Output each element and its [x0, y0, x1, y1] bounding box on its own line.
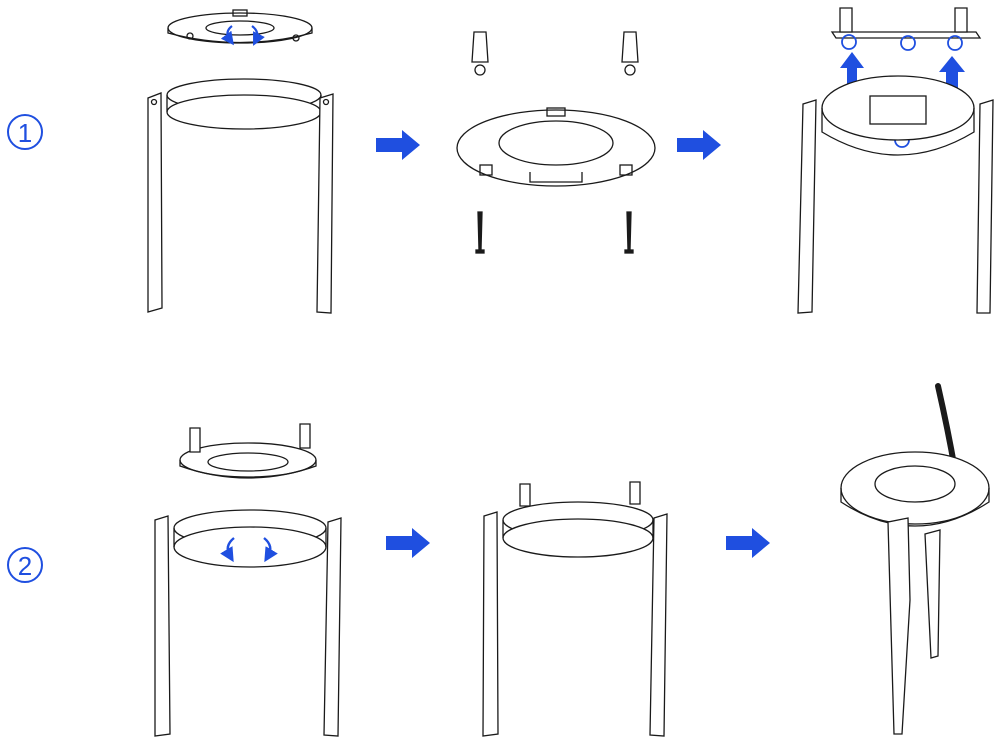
antenna-legs — [154, 515, 342, 737]
mounting-bracket — [167, 9, 313, 44]
screw-icon — [475, 211, 634, 254]
device-body — [502, 501, 654, 558]
mounting-bracket — [456, 107, 656, 187]
step-1-label: 1 — [18, 118, 32, 148]
rotate-icon — [220, 25, 265, 46]
device-body — [173, 509, 327, 568]
panel-5-mounted — [482, 481, 668, 737]
antenna-legs — [887, 517, 941, 735]
mounting-bracket — [179, 423, 317, 479]
device-body — [840, 451, 990, 527]
arrow-icon — [386, 528, 430, 558]
rotate-icon — [220, 537, 278, 563]
panel-4-mount-and-rotate — [154, 423, 342, 737]
antenna-legs — [147, 92, 334, 314]
panel-3-attach-bracket — [797, 7, 994, 314]
arrow-icon — [677, 130, 721, 160]
device-body — [821, 75, 975, 156]
step-1-marker: 1 — [7, 114, 43, 150]
arrow-icon — [726, 528, 770, 558]
device-body — [166, 78, 322, 130]
antenna-legs — [797, 99, 994, 314]
panel-1-remove-bracket — [147, 9, 334, 314]
step-2-label: 2 — [18, 551, 32, 581]
panel-6-cabled-device — [840, 383, 990, 735]
antenna-legs — [482, 511, 668, 737]
panel-2-bracket-hardware — [456, 31, 656, 254]
step-2-marker: 2 — [7, 547, 43, 583]
wall-anchor-icon — [471, 31, 639, 76]
anchors — [519, 481, 641, 507]
bracket-plate — [830, 7, 982, 39]
arrow-icon — [376, 130, 420, 160]
